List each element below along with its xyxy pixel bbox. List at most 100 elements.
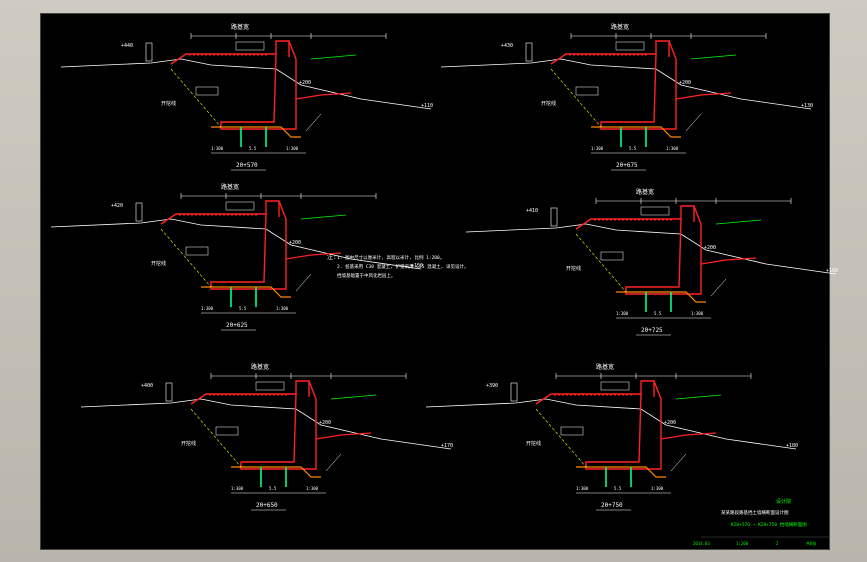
fill-box [600,251,624,261]
pile-dim-right: 1:300 [666,146,679,151]
wall-toe-line [700,257,757,265]
top-width-label: 路基宽 [596,363,614,371]
guardrail-post [145,42,153,62]
cad-drawing: 注: 1. 图中尺寸以厘米计, 高程以米计, 比例 1:200。 2. 桩基采用… [50,23,838,546]
fill-box [575,86,599,96]
ground-line [50,218,422,270]
pile-dim-left: 1:300 [576,486,589,491]
design-line-green [310,54,357,60]
slope-label: 开挖线 [161,100,176,107]
pile-dim-right: 1:300 [651,486,664,491]
slope-right [295,273,312,292]
pile-dim-right: 1:300 [286,146,299,151]
elevation-mid: +200 [289,240,301,246]
elevation-mid: +200 [704,245,716,251]
title-subtitle: K20+570 ~ K20+750 挡墙横断面图 [731,521,807,528]
guardrail-post [135,202,143,222]
elevation-left: +400 [141,383,153,389]
elevation-mid: +200 [299,80,311,86]
pile-dim-left: 1:300 [231,486,244,491]
excavation-slope [190,408,242,468]
notes-label: 注: [327,253,337,261]
slope-label: 开挖线 [181,440,196,447]
elevation-right: +160 [826,268,838,274]
design-line-green [300,214,347,220]
design-line-green [330,394,377,400]
elevation-right: +110 [421,103,433,109]
guardrail-post [165,382,173,402]
pavement-box [600,381,630,391]
pavement-box [255,381,285,391]
elevation-right: +180 [786,443,798,449]
road-surface [535,380,655,405]
pile-dim-left: 1:300 [616,311,629,316]
elevation-right: +170 [441,443,453,449]
station-label: 20+570 [236,162,258,169]
station-label: 20+675 [616,162,638,169]
top-width-label: 路基宽 [636,188,654,196]
fill-box [215,426,239,436]
guardrail-post [510,382,518,402]
ground-line [425,398,797,450]
station-label: 20+625 [226,322,248,329]
top-width-label: 路基宽 [611,23,629,31]
ground-line [440,58,812,110]
excavation-slope [535,408,587,468]
slope-label: 开挖线 [151,260,166,267]
fill-box [560,426,584,436]
title-sheet: 2 [776,541,779,546]
pile-dim-right: 1:300 [276,306,289,311]
pile-dim-mid: 5.5 [654,311,662,316]
pile-dim-left: 1:300 [591,146,604,151]
fill-box [195,86,219,96]
design-line-green [715,219,762,225]
slope-right [670,453,687,472]
road-surface [170,40,290,65]
slope-label: 开挖线 [541,100,556,107]
road-surface [575,205,695,230]
elevation-mid: +200 [664,420,676,426]
road-surface [550,40,670,65]
elevation-left: +430 [501,43,513,49]
slope-right [325,453,342,472]
retaining-wall [585,380,662,470]
pavement-box [235,41,265,51]
pile-dim-right: 1:300 [306,486,319,491]
ground-line [60,58,432,110]
wall-toe-line [675,92,732,100]
station-label: 20+650 [256,502,278,509]
retaining-wall [600,40,677,130]
station-label: 20+725 [641,327,663,334]
slope-right [305,113,322,132]
wall-toe-line [285,252,342,260]
top-width-label: 路基宽 [221,183,239,191]
notes-line1: 1. 图中尺寸以厘米计, 高程以米计, 比例 1:200。 [337,254,444,261]
pile-dim-left: 1:300 [201,306,214,311]
wall-toe-line [660,432,717,440]
road-surface [190,380,310,405]
pile-dim-right: 1:300 [691,311,704,316]
excavation-slope [160,228,212,288]
slope-label: 开挖线 [526,440,541,447]
slope-right [685,113,702,132]
top-width-label: 路基宽 [231,23,249,31]
elevation-left: +440 [121,43,133,49]
excavation-slope [550,68,602,128]
elevation-mid: +200 [679,80,691,86]
pile-dim-mid: 5.5 [269,486,277,491]
retaining-wall [240,380,317,470]
road-surface [160,200,280,225]
title-date: 2014.03 [693,541,710,546]
station-label: 20+750 [601,502,623,509]
elevation-right: +150 [411,263,423,269]
drawing-canvas[interactable]: 注: 1. 图中尺寸以厘米计, 高程以米计, 比例 1:200。 2. 桩基采用… [40,13,838,550]
pile-dim-mid: 5.5 [239,306,247,311]
foundation-base [576,466,666,478]
pile-dim-left: 1:300 [211,146,224,151]
